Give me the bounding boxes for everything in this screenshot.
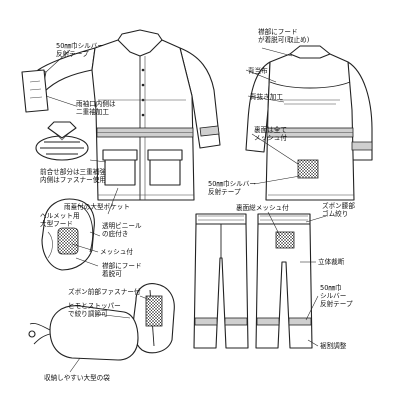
pants-back-waistband xyxy=(257,213,311,225)
front-pockets xyxy=(102,149,183,186)
pants-back-mesh xyxy=(275,231,295,249)
label-hem: 裾割調整 xyxy=(320,342,347,350)
label-pants-tape-line1: 50㎜巾 xyxy=(320,284,342,292)
label-pants-tape: 50㎜巾 シルバー 反射テープ xyxy=(320,284,353,308)
pants-front-waistband xyxy=(195,213,247,225)
label-fly: ズボン前部ファスナー付 xyxy=(68,288,141,296)
label-helmet-hood-line2: 大型フード xyxy=(40,220,73,228)
pants-back-tape-right xyxy=(288,317,312,326)
label-cuff-line1: 雨袖口内側は xyxy=(76,100,116,108)
label-placket-line1: 前合せ部分は三重補強 xyxy=(40,168,106,176)
label-stopper-line2: で絞り調節可 xyxy=(68,310,108,318)
label-back-tape: 50㎜巾シルバー 反射テープ xyxy=(208,180,256,196)
label-lining-line1: 裏面は全て xyxy=(254,126,287,134)
label-sleeve-tape-line1: 50㎜巾シルバー xyxy=(56,42,104,50)
storage-bag xyxy=(28,305,139,361)
label-back-tape-line2: 反射テープ xyxy=(208,188,241,196)
pants-back xyxy=(255,213,313,349)
pants-back-legs xyxy=(255,223,313,349)
label-cutting: 立体裁断 xyxy=(318,258,345,266)
jacket-front-right-sleeve xyxy=(179,47,221,149)
label-visor-line1: 透明ビニール xyxy=(102,222,142,230)
pants-back-tape-left xyxy=(256,317,280,326)
label-cuff-line2: 二重袖加工 xyxy=(76,108,109,116)
label-hood-removable: 襟部にフード 着脱可 xyxy=(102,262,142,278)
label-hood-storage-line1: 襟部にフード xyxy=(258,28,298,36)
label-visor: 透明ビニール の庇付き xyxy=(102,222,142,238)
back-sleeve-tape xyxy=(351,141,373,151)
jacket-back xyxy=(245,45,373,201)
label-waist-rubber: ズボン腰部 ゴム絞り xyxy=(322,202,355,218)
jacket-back-collar xyxy=(289,45,331,59)
back-vent xyxy=(280,99,340,105)
jacket-back-right-sleeve xyxy=(347,61,373,161)
pants-front-tape-right xyxy=(224,317,248,326)
placket-detail xyxy=(35,121,89,161)
label-bag: 収納しやすい大型の袋 xyxy=(44,374,110,382)
pants-front-legs xyxy=(193,223,249,349)
pants-front xyxy=(193,213,249,349)
label-pants-mesh: 裏面総メッシュ付 xyxy=(236,204,289,212)
label-hood-removable-line2: 着脱可 xyxy=(102,270,122,278)
pants-front-tape-left xyxy=(194,317,218,326)
pocket-flap-left xyxy=(102,149,138,161)
label-sleeve-tape: 50㎜巾シルバー 反射テープ xyxy=(56,42,104,58)
label-hood-storage: 襟部にフード が着脱可(取止め) xyxy=(258,28,309,44)
label-back-tape-line1: 50㎜巾シルバー xyxy=(208,180,256,188)
jacket-back-left-sleeve xyxy=(245,61,271,153)
label-lining: 裏面は全て メッシュ付 xyxy=(254,126,287,142)
label-stopper-line1: ヒモとストッパー xyxy=(68,302,121,310)
label-placket-line2: 内側はファスナー使用 xyxy=(40,176,106,184)
label-pants-tape-line3: 反射テープ xyxy=(320,300,353,308)
fly-zipper xyxy=(145,295,163,327)
label-lining-line2: メッシュ付 xyxy=(254,134,287,142)
label-pants-tape-line2: シルバー xyxy=(320,292,347,300)
label-hood-storage-line2: が着脱可(取止め) xyxy=(258,36,310,44)
label-waist-rubber-line2: ゴム絞り xyxy=(322,210,349,218)
hood-visor xyxy=(77,204,94,253)
label-front-pocket: 雨蓋付の大型ポケット xyxy=(64,203,130,211)
label-hood-removable-line1: 襟部にフード xyxy=(102,262,142,270)
label-stopper: ヒモとストッパー で絞り調節可 xyxy=(68,302,121,318)
hood-mesh xyxy=(57,227,79,255)
bag-drawstring xyxy=(29,323,51,345)
back-mesh-panel xyxy=(297,159,319,179)
leader-lines xyxy=(45,47,327,373)
label-sleeve-tape-line2: 反射テープ xyxy=(56,50,89,58)
pocket-flap-right xyxy=(147,149,183,161)
cuff-detail xyxy=(21,69,49,113)
label-helmet-hood-line1: ヘルメット用 xyxy=(40,212,80,220)
label-cuff: 雨袖口内側は 二重袖加工 xyxy=(76,100,116,116)
label-waist-rubber-line1: ズボン腰部 xyxy=(322,202,355,210)
label-helmet-hood: ヘルメット用 大型フード xyxy=(40,212,80,228)
jacket-front xyxy=(33,29,221,201)
label-hood-mesh: メッシュ付 xyxy=(100,248,133,256)
label-yoke: 背当布 xyxy=(248,67,268,75)
bag-stopper xyxy=(28,330,36,338)
label-visor-line2: の庇付き xyxy=(102,230,129,238)
hood xyxy=(41,198,95,271)
back-yoke-seam xyxy=(269,81,351,89)
label-back-vent: 背抜き加工 xyxy=(250,93,283,101)
label-placket: 前合せ部分は三重補強 内側はファスナー使用 xyxy=(40,168,106,184)
sleeve-tape-right xyxy=(199,125,220,137)
jacket-front-collar xyxy=(117,29,163,57)
bag-body xyxy=(49,305,139,361)
